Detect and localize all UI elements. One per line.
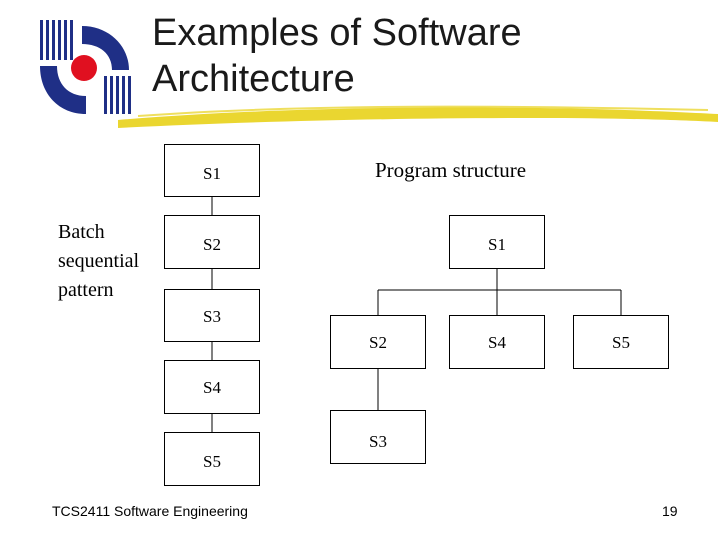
batch-box-s5: S5: [164, 432, 260, 486]
footer-course-label: TCS2411 Software Engineering: [52, 503, 248, 519]
batch-box-s4: S4: [164, 360, 260, 414]
tree-root-box: S1: [449, 215, 545, 269]
title-underline-stroke: [118, 105, 718, 128]
university-logo-icon: [40, 20, 131, 114]
tree-node-s4: S4: [449, 315, 545, 369]
batch-box-s3: S3: [164, 289, 260, 342]
tree-node-s3: S3: [330, 410, 426, 464]
batch-box-label: S3: [203, 307, 221, 326]
batch-box-s1: S1: [164, 144, 260, 197]
batch-box-label: S1: [203, 164, 221, 183]
tree-node-label: S5: [612, 333, 630, 352]
slide-title-line-2: Architecture: [152, 58, 355, 100]
batch-box-label: S4: [203, 378, 221, 397]
batch-box-s2: S2: [164, 215, 260, 269]
batch-box-label: S2: [203, 235, 221, 254]
page-number: 19: [662, 503, 678, 519]
tree-node-label: S1: [488, 235, 506, 254]
tree-node-label: S3: [369, 432, 387, 451]
slide-title-line-1: Examples of Software: [152, 12, 522, 54]
tree-node-s2: S2: [330, 315, 426, 369]
tree-node-label: S4: [488, 333, 506, 352]
tree-node-label: S2: [369, 333, 387, 352]
tree-node-s5: S5: [573, 315, 669, 369]
batch-box-label: S5: [203, 452, 221, 471]
program-structure-heading: Program structure: [375, 158, 527, 182]
batch-sequential-label: Batch sequential pattern: [58, 221, 140, 301]
